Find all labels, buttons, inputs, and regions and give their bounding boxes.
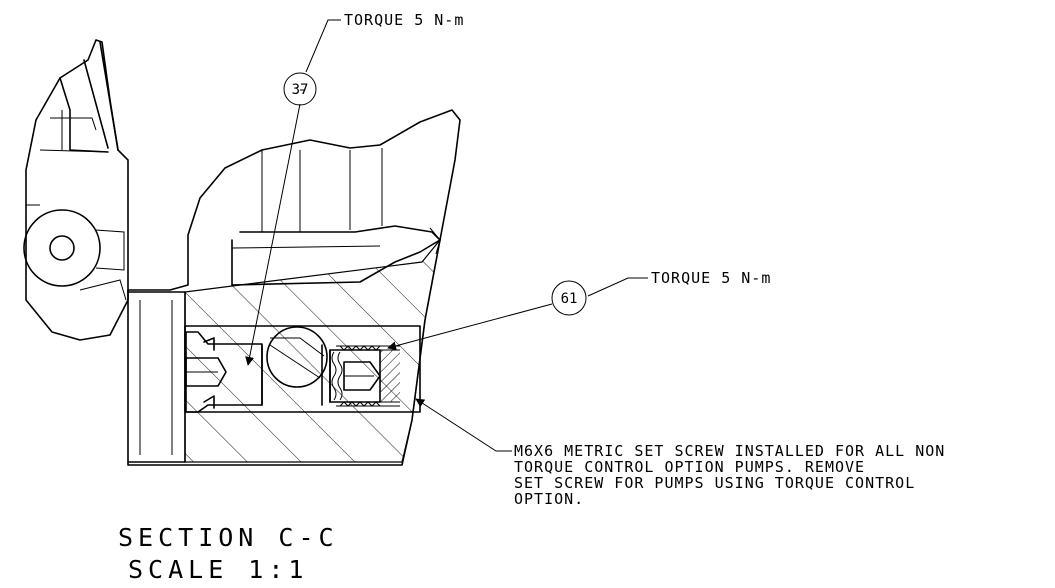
piston-bore xyxy=(184,325,421,413)
leader-61 xyxy=(387,303,553,351)
body-section-hatch xyxy=(184,239,441,463)
set-screw-note: M6X6 METRIC SET SCREW INSTALLED FOR ALL … xyxy=(514,442,945,508)
bore-inner-circle xyxy=(49,235,75,261)
note-line-2: TORQUE CONTROL OPTION PUMPS. REMOVE xyxy=(514,458,865,476)
section-label: SECTION C-C xyxy=(118,523,339,552)
note-line-3: SET SCREW FOR PUMPS USING TORQUE CONTROL xyxy=(514,474,915,492)
left-housing xyxy=(23,39,129,341)
leader-37 xyxy=(245,103,301,366)
balloon-37: 37 xyxy=(283,72,317,106)
torque-callout-top: TORQUE 5 N-m xyxy=(344,11,464,29)
bore-outer-circle xyxy=(23,209,101,287)
balloon-61: 61 xyxy=(551,280,587,316)
leader-note xyxy=(415,398,512,452)
leader-lines xyxy=(245,19,648,452)
torque-callout-right: TORQUE 5 N-m xyxy=(651,269,771,287)
balloon-37-label: 37 xyxy=(292,82,309,98)
note-line-4: OPTION. xyxy=(514,490,584,508)
ball-element xyxy=(261,326,328,406)
set-screw-item-61 xyxy=(329,345,400,407)
balloon-61-label: 61 xyxy=(561,291,578,307)
note-line-1: M6X6 METRIC SET SCREW INSTALLED FOR ALL … xyxy=(514,442,945,460)
scale-label: SCALE 1:1 xyxy=(128,555,308,584)
